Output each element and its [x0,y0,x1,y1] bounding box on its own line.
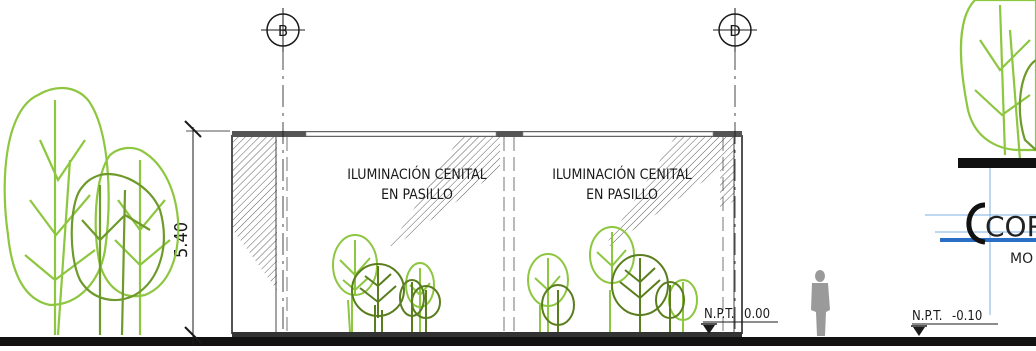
logo: COR MO [925,158,1036,315]
axis-b: B [261,8,305,334]
height-dimension [184,120,230,345]
interior-trees-right [527,226,698,332]
note-2-line1: ILUMINACIÓN CENITAL [552,165,692,183]
level-marker-2: N.P.T. -0.10 [911,309,998,336]
note-1-line2: EN PASILLO [381,187,453,203]
logo-text-top: COR [985,210,1036,243]
note-1-line1: ILUMINACIÓN CENITAL [347,165,487,183]
level-2-label: N.P.T. [912,309,943,324]
level-1-label: N.P.T. [704,307,735,322]
interior-trees-left [332,234,441,333]
axis-d-label: D [729,22,741,40]
axis-b-label: B [278,22,288,40]
hatch-zones [233,137,735,290]
exterior-tree-right [959,0,1036,161]
level-marker-1: N.P.T. 0.00 [701,307,778,334]
logo-text-bottom: MO [1010,251,1033,267]
exterior-trees-left [3,87,180,336]
person-silhouette [811,270,830,336]
axis-d: D [713,8,757,334]
height-dimension-value: 5.40 [171,222,192,258]
level-1-value: 0.00 [744,307,770,322]
note-2-line2: EN PASILLO [586,187,658,203]
ground-line [0,337,1036,346]
level-2-value: -0.10 [952,309,982,324]
